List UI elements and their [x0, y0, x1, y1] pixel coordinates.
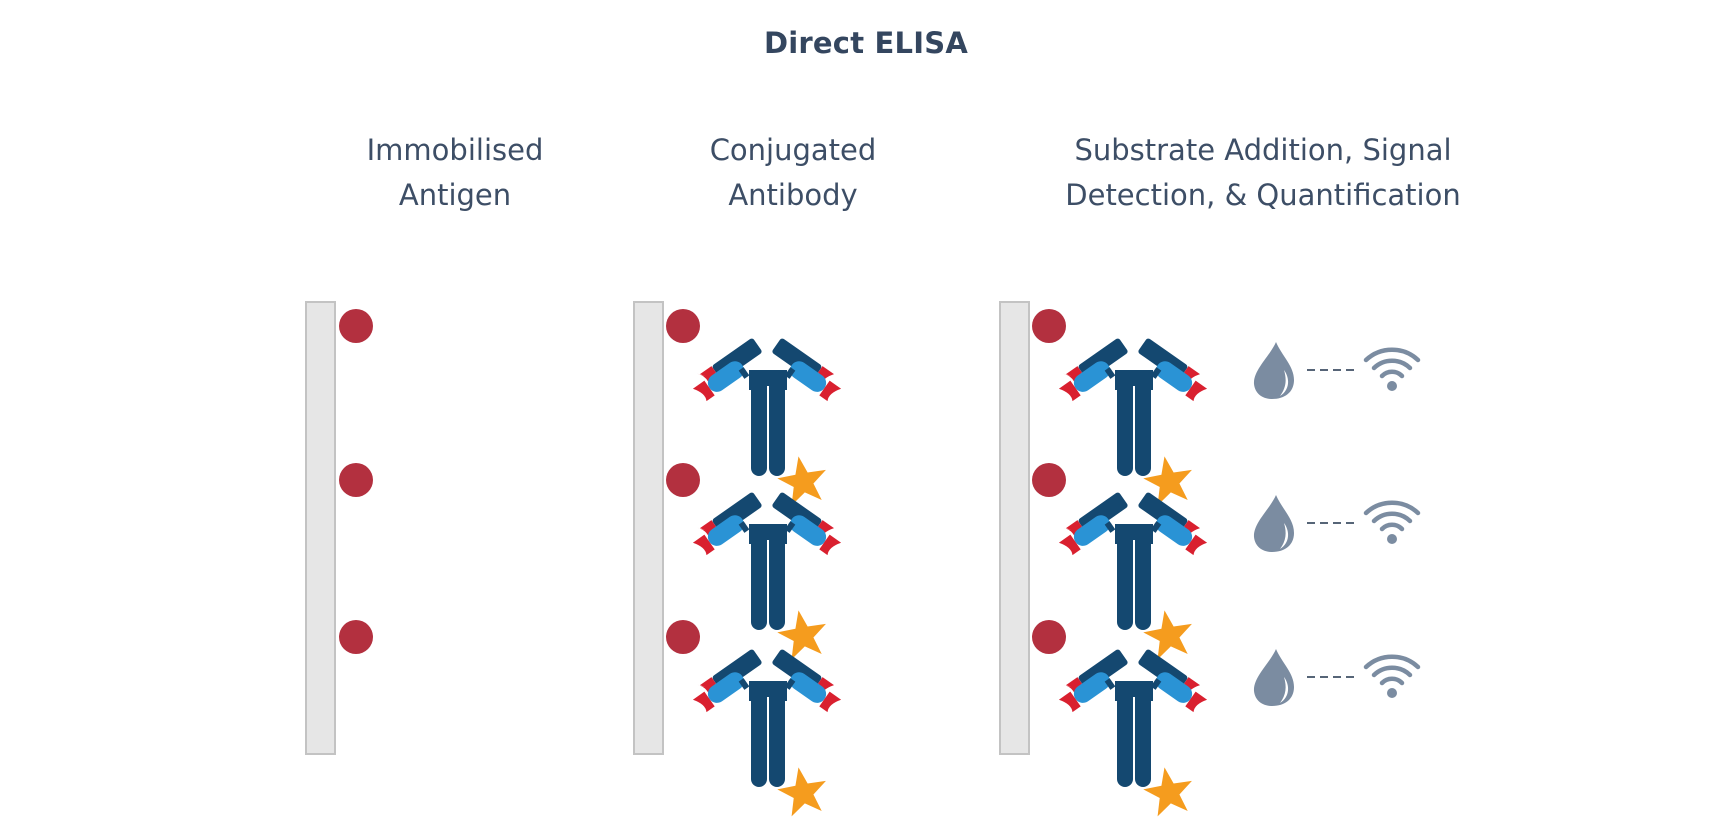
- plate-surface: [633, 301, 664, 755]
- step-heading-substrate-detection: Substrate Addition, Signal Detection, & …: [1013, 128, 1513, 218]
- plate-surface: [305, 301, 336, 755]
- conjugated-antibody: [1058, 489, 1208, 661]
- antigen: [1032, 309, 1066, 343]
- antigen: [339, 620, 373, 654]
- diagram-title: Direct ELISA: [764, 26, 968, 60]
- conjugated-antibody: [1058, 335, 1208, 507]
- step-heading-conjugated-antibody: Conjugated Antibody: [628, 128, 958, 218]
- plate-surface: [999, 301, 1030, 755]
- antigen: [1032, 620, 1066, 654]
- antigen: [339, 309, 373, 343]
- antigen: [339, 463, 373, 497]
- heading-line: Substrate Addition, Signal: [1074, 133, 1452, 167]
- heading-line: Antigen: [398, 178, 512, 212]
- heading-line: Conjugated: [709, 133, 877, 167]
- conjugated-antibody: [1058, 646, 1208, 818]
- signal-row: [1250, 493, 1450, 553]
- conjugated-antibody: [692, 335, 842, 507]
- signal-row: [1250, 647, 1450, 707]
- heading-line: Antibody: [728, 178, 858, 212]
- heading-line: Detection, & Quantification: [1065, 178, 1461, 212]
- antigen: [666, 620, 700, 654]
- step-heading-immobilised-antigen: Immobilised Antigen: [290, 128, 620, 218]
- antigen: [666, 309, 700, 343]
- conjugated-antibody: [692, 646, 842, 818]
- antigen: [666, 463, 700, 497]
- signal-row: [1250, 340, 1450, 400]
- conjugated-antibody: [692, 489, 842, 661]
- antigen: [1032, 463, 1066, 497]
- heading-line: Immobilised: [366, 133, 544, 167]
